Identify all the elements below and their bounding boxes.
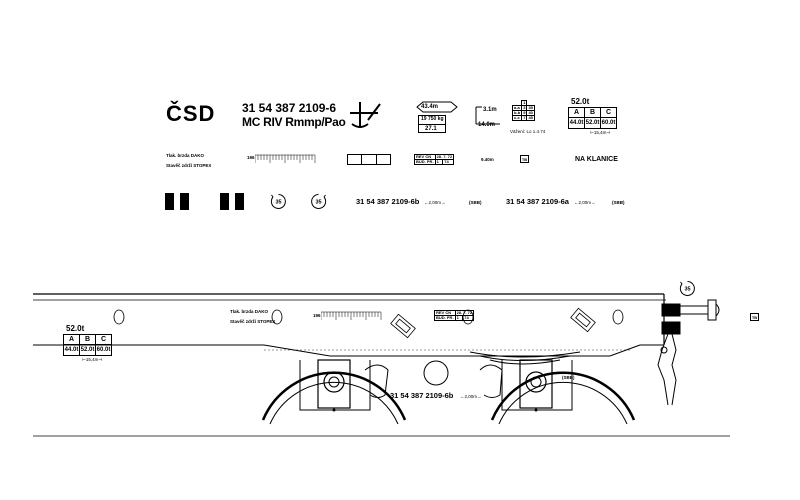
number-a-suffix: ←2,00m→ (574, 200, 596, 205)
triple-box-cell (377, 155, 390, 164)
side-brake-line1: Tlak. brzda DAKO (230, 309, 269, 314)
leaf-spring (469, 351, 581, 365)
sbb-tag: (SBB) (469, 200, 482, 205)
black-block (165, 193, 174, 210)
speed-sign-icon: 35 (270, 194, 286, 209)
mass-tare: 19 750 kg (421, 116, 444, 122)
triple-box-cell (362, 155, 377, 164)
distance-mark: 9.40m (481, 157, 494, 162)
buffer-coupler (657, 299, 720, 406)
height-label: 3.1m (483, 107, 497, 113)
side-speed-sign-icon: 35 (679, 281, 695, 296)
side-load-value: 52.0t (79, 344, 96, 356)
lashing-ring-icon (390, 307, 596, 339)
axle-dots (332, 408, 538, 412)
na-klanice-label: NA KLANICE (575, 156, 618, 163)
axle-footer: Väžení: Lo 1.4.74 (510, 129, 546, 134)
side-small-badge: TB (750, 313, 759, 321)
bogie-right (479, 359, 636, 425)
csd-logo: ČSD (166, 101, 216, 126)
revision-cell: BUD. PR. (414, 159, 436, 165)
triple-box (347, 154, 391, 165)
speed-sign-icon: 35 (311, 194, 327, 209)
brake-line2: Stavěč zdrží STOPEX (166, 163, 212, 168)
load-header: C (600, 107, 617, 118)
axle-cell: c-c (511, 115, 523, 121)
side-load-header: C (95, 334, 112, 345)
side-load-scale-ruler (321, 311, 382, 320)
load-value: 44.0t (568, 117, 585, 129)
brake-line1: Tlak. brzda DAKO (166, 153, 205, 158)
wagon-side-view (33, 293, 730, 437)
dimension-bracket-icon (475, 106, 500, 125)
number-b-suffix: ←2,00m→ (424, 200, 446, 205)
speed-sign-text: 35 (315, 200, 321, 206)
speed-sign-text: 35 (275, 200, 281, 206)
side-brake-line2: Stavěč zdrží STOPEX (230, 319, 276, 324)
brake-cylinder (423, 360, 449, 386)
black-block (235, 193, 244, 210)
mass-divider (418, 124, 446, 125)
side-load-header: B (79, 334, 96, 345)
side-load-value: 44.0t (63, 344, 80, 356)
side-scale-prefix: 196 (313, 313, 321, 318)
wagon-number: 31 54 387 2109-6 (242, 101, 337, 115)
load-footer: ⊢15,4m⊣ (590, 130, 611, 135)
side-revision-cell: BUD. PR. (434, 315, 456, 321)
load-top: 52.0t (571, 97, 590, 106)
side-load-top: 52.0t (66, 324, 85, 333)
scale-prefix: 196 (247, 155, 255, 160)
load-header: A (568, 107, 585, 118)
side-number-b: 31 54 387 2109-6b (390, 391, 454, 400)
side-load-value: 60.0t (95, 344, 112, 356)
width-label: 14.0m (478, 122, 496, 128)
axle-cell: 45 (526, 115, 535, 121)
revision-cell: 1 (434, 159, 444, 165)
triple-box-cell (348, 155, 363, 164)
revision-cell: 74 (442, 159, 455, 165)
mass-id: 27.1 (425, 126, 437, 132)
load-scale-ruler (255, 154, 316, 163)
hook-symbol-icon (350, 102, 381, 128)
number-a: 31 54 387 2109-6a (506, 197, 569, 206)
sbb-tag: (SBB) (612, 200, 625, 205)
black-block (180, 193, 189, 210)
load-header: B (584, 107, 601, 118)
side-number-b-suffix: ←2,00m→ (460, 394, 482, 399)
side-load-footer: ⊢15,4m⊣ (82, 357, 103, 362)
length-arrow-icon (416, 101, 458, 113)
black-block (220, 193, 229, 210)
small-badge: TB (520, 155, 529, 163)
bogie-left (261, 359, 407, 425)
frame-bottom-right (263, 344, 664, 357)
number-b: 31 54 387 2109-6b (356, 197, 420, 206)
load-value: 60.0t (600, 117, 617, 129)
length-label: 43.4m (421, 104, 439, 110)
side-load-header: A (63, 334, 80, 345)
wagon-type: MC RIV Rmmp/Pao (242, 115, 346, 129)
load-value: 52.0t (584, 117, 601, 129)
load-table-top: A B C 44.0t 52.0t 60.0t (568, 107, 617, 129)
side-speed-sign-text: 35 (684, 287, 690, 293)
side-load-table: A B C 44.0t 52.0t 60.0t (63, 334, 112, 356)
side-sbb-tag: (SBB) (562, 375, 575, 380)
side-revision-cell: 1 (454, 315, 464, 321)
side-revision-cell: 74 (462, 315, 475, 321)
